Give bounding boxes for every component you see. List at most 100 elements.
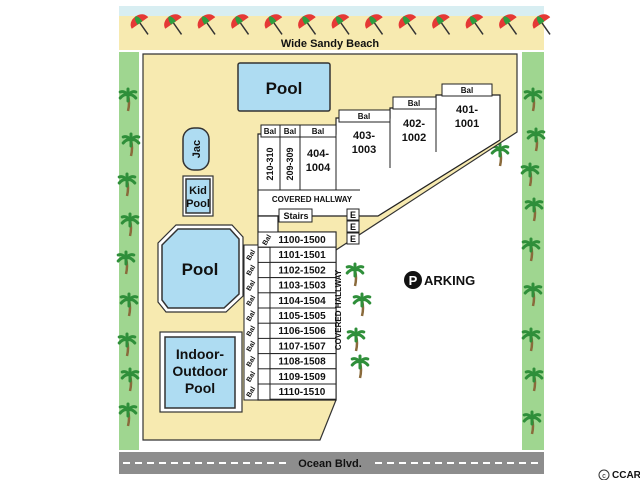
stack-balcony-column	[243, 244, 259, 401]
unit-balcony-label: Bal	[246, 310, 258, 323]
balcony-label-209: Bal	[284, 127, 296, 136]
palm-tree-icon	[524, 197, 544, 222]
palm-tree-icon	[526, 127, 546, 152]
palm-tree-icon	[521, 327, 541, 352]
beach-label: Wide Sandy Beach	[281, 38, 380, 50]
parking-badge	[404, 271, 422, 289]
unit-balcony-label: Bal	[262, 234, 274, 247]
unit-label: 1104-1504	[278, 296, 326, 307]
left-grass-strip	[119, 52, 139, 450]
umbrella-icon	[432, 14, 451, 35]
umbrella-icon	[331, 14, 350, 35]
road-label-backing	[290, 456, 370, 470]
unit-label: 1108-1508	[278, 357, 326, 368]
unit-balcony-label: Bal	[246, 386, 258, 399]
unit-209-309: 209-309	[285, 147, 295, 180]
unit-label: 1100-1500	[278, 235, 326, 246]
unit-label: 1101-1501	[278, 250, 326, 261]
unit-401-1001-line1: 401-	[456, 104, 478, 116]
umbrella-icon	[532, 14, 551, 35]
jacuzzi-label: Jac	[191, 140, 203, 158]
palm-tree-icon	[117, 172, 137, 197]
unit-balcony-label: Bal	[246, 340, 258, 353]
unit-401-1001-line2: 1001	[455, 118, 479, 130]
unit-403-1003-line2: 1003	[352, 144, 376, 156]
unit-row	[269, 383, 337, 400]
palm-tree-icon	[120, 212, 140, 237]
palm-tree-icon	[350, 354, 370, 379]
unit-label: 1107-1507	[278, 341, 326, 352]
palm-tree-icon	[524, 367, 544, 392]
indoor-pool-label-line1: Indoor-	[176, 346, 225, 362]
palm-tree-icon	[520, 162, 540, 187]
elevator-label-3: E	[350, 234, 356, 244]
balcony-401	[441, 83, 493, 97]
umbrella-icon	[130, 14, 149, 35]
palm-tree-icon	[118, 402, 138, 427]
palm-tree-icon	[352, 292, 372, 317]
covered-hallway-top-label: COVERED HALLWAY	[272, 195, 353, 204]
palm-tree-icon	[116, 250, 136, 275]
elevator-label-2: E	[350, 222, 356, 232]
indoor-outdoor-pool	[164, 336, 236, 409]
unit-balcony-label: Bal	[246, 355, 258, 368]
palm-trees	[116, 87, 546, 435]
balcony-label-404: Bal	[312, 127, 324, 136]
jacuzzi	[182, 127, 210, 171]
umbrella-icon	[197, 14, 216, 35]
palm-tree-icon	[118, 87, 138, 112]
elevator-label-1: E	[350, 210, 356, 220]
ocean-blvd-label: Ocean Blvd.	[298, 458, 362, 470]
unit-210-310: 210-310	[265, 147, 275, 180]
palm-tree-icon	[346, 327, 366, 352]
main-pool-label: Pool	[182, 260, 219, 279]
umbrella-icon	[298, 14, 317, 35]
unit-label: 1110-1510	[279, 387, 326, 398]
parking-label: ARKING	[424, 273, 475, 288]
ocean-water	[119, 6, 544, 16]
unit-balcony-label: Bal	[246, 279, 258, 292]
beach-umbrellas	[130, 14, 551, 35]
top-pool	[237, 62, 331, 112]
palm-tree-icon	[345, 262, 365, 287]
unit-402-1002-line2: 1002	[402, 132, 426, 144]
unit-balcony-label: Bal	[246, 249, 258, 262]
unit-balcony-label: Bal	[246, 295, 258, 308]
kid-pool-water	[185, 178, 211, 214]
elevator-1	[346, 208, 360, 221]
elevator-2	[346, 220, 360, 233]
palm-tree-icon	[117, 332, 137, 357]
unit-balcony-label: Bal	[246, 325, 258, 338]
top-pool-label: Pool	[266, 79, 303, 98]
umbrella-icon	[264, 14, 283, 35]
balcony-label-401: Bal	[461, 86, 473, 95]
indoor-pool-label-line3: Pool	[185, 380, 215, 396]
palm-tree-icon	[121, 132, 141, 157]
palm-tree-icon	[120, 367, 140, 392]
palm-tree-icon	[521, 237, 541, 262]
umbrella-icon	[365, 14, 384, 35]
umbrella-icon	[499, 14, 518, 35]
indoor-pool-label-line2: Outdoor	[172, 363, 228, 379]
watermark-copyright-c: c	[602, 473, 606, 480]
umbrella-icon	[465, 14, 484, 35]
unit-balcony-label: Bal	[246, 371, 258, 384]
kid-pool-label-line2: Pool	[186, 198, 210, 210]
unit-404-1004-line2: 1004	[306, 162, 331, 174]
umbrella-icon	[231, 14, 250, 35]
unit-label: 1102-1502	[278, 265, 326, 276]
unit-label: 1106-1506	[278, 326, 326, 337]
balcony-label-210: Bal	[264, 127, 276, 136]
umbrella-icon	[164, 14, 183, 35]
balcony-label-402: Bal	[408, 99, 420, 108]
unit-label: 1103-1503	[278, 281, 326, 292]
parking-badge-letter: P	[409, 273, 418, 288]
stairs-label: Stairs	[283, 211, 308, 221]
palm-tree-icon	[490, 142, 510, 167]
stairs	[278, 208, 313, 223]
main-pool	[161, 228, 240, 309]
palm-tree-icon	[119, 292, 139, 317]
kid-pool-label-line1: Kid	[189, 185, 207, 197]
